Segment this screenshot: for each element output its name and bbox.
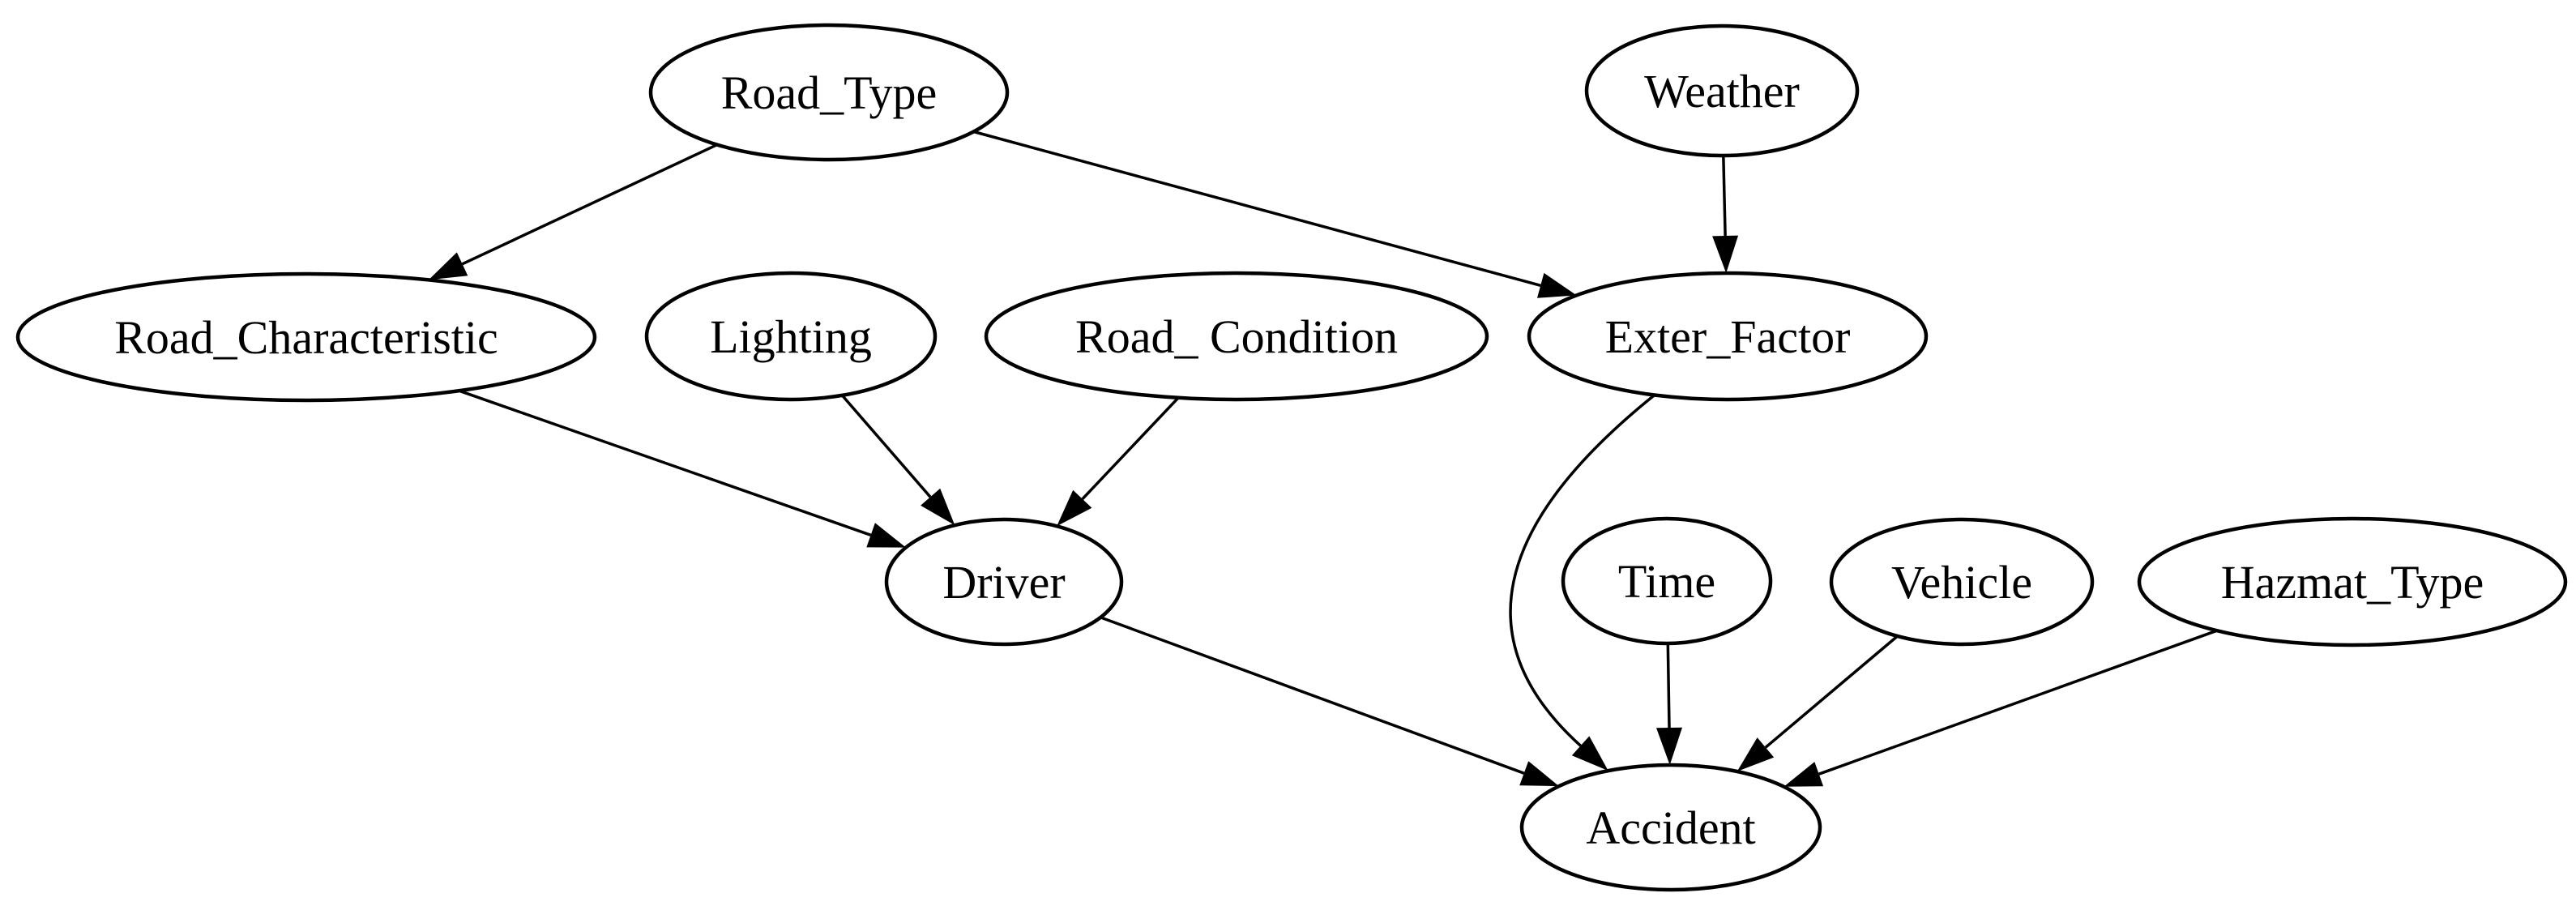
edge-vehicle-accident-arrowhead (1737, 737, 1775, 771)
edge-road_type-road_characteristic-line (461, 143, 718, 266)
edge-weather-exter_factor (1712, 155, 1739, 273)
edge-road_characteristic-driver-line (459, 389, 872, 536)
edge-lighting-driver-arrowhead (921, 488, 955, 526)
edge-exter_factor-accident-line (1509, 394, 1655, 747)
edge-road_characteristic-driver-arrowhead (866, 523, 906, 548)
edge-driver-accident-arrowhead (1519, 761, 1559, 787)
edge-road_type-road_characteristic-arrowhead (428, 252, 468, 280)
node-road_condition: Road_ Condition (984, 271, 1489, 402)
node-driver-ellipse (884, 517, 1124, 647)
node-road_type-label: Road_Type (721, 66, 938, 119)
node-hazmat_type: Hazmat_Type (2137, 516, 2568, 647)
node-lighting-label: Lighting (710, 310, 872, 363)
edge-hazmat_type-accident-arrowhead (1784, 762, 1824, 787)
node-exter_factor-label: Exter_Factor (1605, 310, 1851, 363)
edge-road_condition-driver-arrowhead (1057, 489, 1092, 527)
edge-road_characteristic-driver (459, 389, 906, 548)
node-road_characteristic: Road_Characteristic (15, 271, 597, 403)
edges-layer (428, 130, 2218, 787)
node-road_type-ellipse (648, 23, 1010, 162)
node-lighting: Lighting (644, 271, 938, 402)
node-driver: Driver (884, 517, 1124, 647)
node-vehicle: Vehicle (1829, 517, 2095, 647)
edge-exter_factor-accident-arrowhead (1571, 736, 1608, 771)
node-driver-label: Driver (942, 556, 1065, 609)
edge-road_type-exter_factor (973, 130, 1577, 298)
edge-weather-exter_factor-line (1722, 155, 1727, 237)
node-hazmat_type-ellipse (2137, 516, 2568, 647)
node-road_condition-ellipse (984, 271, 1489, 402)
node-exter_factor: Exter_Factor (1527, 271, 1929, 402)
edge-driver-accident-line (1100, 616, 1525, 775)
edge-road_condition-driver (1057, 396, 1180, 527)
edge-hazmat_type-accident (1784, 629, 2218, 787)
edge-time-accident-line (1666, 643, 1671, 729)
node-weather-ellipse (1584, 24, 1860, 158)
edge-driver-accident (1100, 616, 1559, 787)
edge-road_type-road_characteristic (428, 143, 718, 280)
node-lighting-ellipse (644, 271, 938, 402)
node-road_characteristic-label: Road_Characteristic (114, 311, 498, 364)
node-time: Time (1561, 516, 1773, 646)
node-road_characteristic-ellipse (15, 271, 597, 403)
edge-road_type-exter_factor-arrowhead (1537, 272, 1577, 298)
node-road_type: Road_Type (648, 23, 1010, 162)
edge-vehicle-accident (1737, 635, 1899, 771)
node-weather-label: Weather (1644, 65, 1800, 118)
node-time-label: Time (1618, 555, 1715, 608)
node-vehicle-ellipse (1829, 517, 2095, 647)
node-road_condition-label: Road_ Condition (1075, 310, 1398, 363)
node-time-ellipse (1561, 516, 1773, 646)
edge-lighting-driver (840, 394, 955, 526)
edge-road_condition-driver-line (1081, 396, 1180, 501)
node-accident-label: Accident (1586, 801, 1755, 854)
edge-lighting-driver-line (840, 394, 932, 498)
edge-hazmat_type-accident-line (1818, 629, 2218, 776)
edge-exter_factor-accident (1509, 394, 1655, 771)
node-vehicle-label: Vehicle (1891, 556, 2032, 609)
node-hazmat_type-label: Hazmat_Type (2221, 556, 2484, 609)
edge-time-accident-arrowhead (1656, 727, 1682, 765)
node-weather: Weather (1584, 24, 1860, 158)
node-accident: Accident (1519, 763, 1822, 892)
edge-road_type-exter_factor-line (973, 130, 1541, 287)
edge-vehicle-accident-line (1764, 635, 1899, 749)
edge-time-accident (1656, 643, 1682, 765)
edge-weather-exter_factor-arrowhead (1712, 235, 1739, 273)
node-accident-ellipse (1519, 763, 1822, 892)
node-exter_factor-ellipse (1527, 271, 1929, 402)
